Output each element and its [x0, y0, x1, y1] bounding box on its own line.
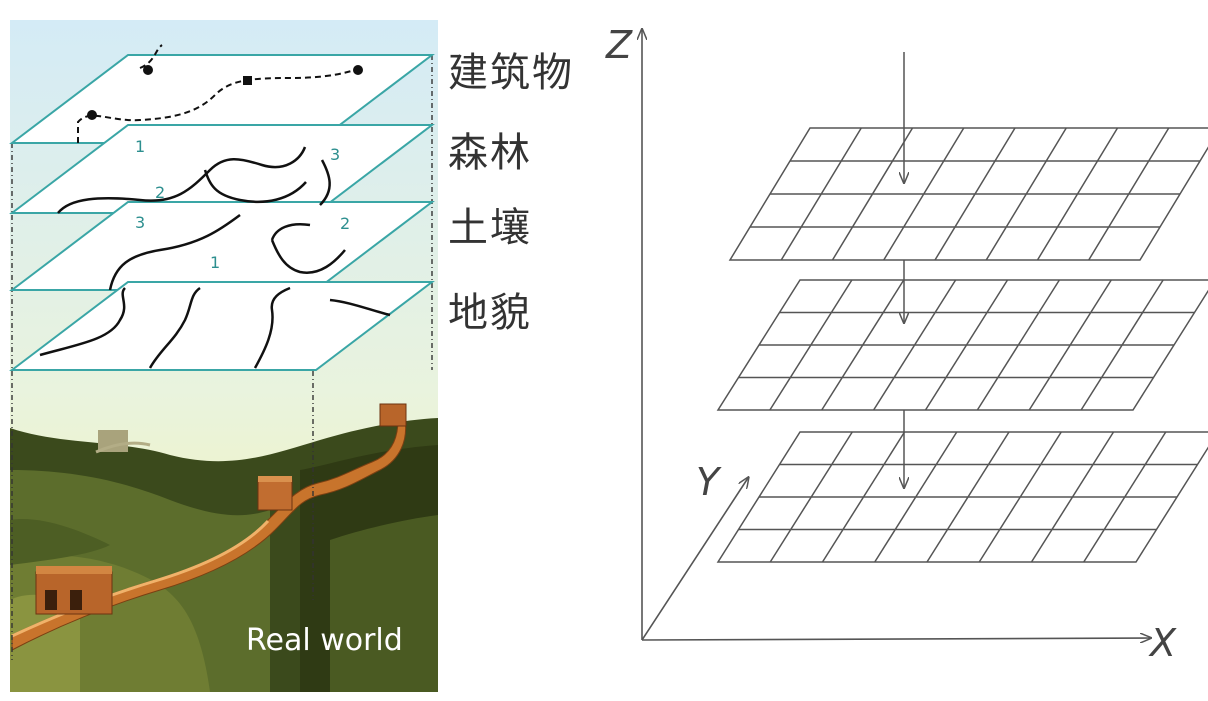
grid-layers [716, 127, 1208, 563]
grid-col-line [976, 279, 1061, 411]
grid-layers-svg: Z X Y [605, 23, 1208, 665]
y-axis [641, 478, 748, 641]
y-axis-label: Y [696, 460, 722, 504]
grid-layers-diagram: Z X Y [600, 0, 1208, 697]
plane-terrain [9, 281, 435, 371]
layer-label-forest: 森林 [448, 130, 532, 176]
grid-col-line [780, 127, 862, 261]
grid-col-line [821, 431, 906, 563]
great-wall [11, 403, 407, 651]
x-axis [641, 638, 1150, 640]
buildings-features [77, 44, 363, 143]
soil-region-3: 3 [135, 213, 145, 232]
grid-col-line [831, 127, 914, 261]
layer-planes [9, 54, 435, 371]
grid-col-line [934, 127, 1016, 261]
real-world-caption: Real world [246, 623, 403, 658]
soil-contours [108, 213, 346, 291]
grid-col-line [769, 431, 853, 563]
x-axis-label: X [1148, 621, 1177, 665]
region-numbers: 1 2 3 3 2 1 [135, 137, 350, 272]
layer-stack-svg: 1 2 3 3 2 1 Real world [9, 20, 438, 692]
grid-col-line [821, 279, 905, 411]
grid-layer-2 [716, 279, 1208, 411]
grid-col-line [874, 431, 958, 563]
layer-label-soil: 土壤 [448, 205, 532, 251]
layer-label-terrain: 地貌 [448, 290, 532, 336]
grid-col-line [924, 279, 1009, 411]
real-world-layer-illustration: 1 2 3 3 2 1 Real world [0, 0, 440, 697]
grid-col-line [926, 431, 1010, 563]
z-axis-label: Z [605, 23, 633, 67]
grid-col-line [978, 431, 1062, 563]
grid-col-line [1083, 431, 1167, 563]
soil-region-2: 2 [340, 214, 350, 233]
grid-col-line [769, 279, 853, 411]
grid-col-line [872, 279, 957, 411]
grid-col-line [1036, 127, 1119, 261]
grid-col-line [1088, 127, 1170, 261]
grid-col-line [883, 127, 965, 261]
grid-col-line [985, 127, 1067, 261]
grid-col-line [1080, 279, 1164, 411]
forest-region-3: 3 [330, 145, 340, 164]
grid-col-line [1028, 279, 1112, 411]
layer-label-buildings: 建筑物 [448, 50, 574, 96]
forest-region-2: 2 [155, 183, 165, 202]
terrain-contours [39, 286, 391, 369]
grid-col-line [1030, 431, 1115, 563]
grid-layer-3 [716, 431, 1208, 563]
grid-layer-1 [728, 127, 1208, 261]
layer-labels: 建筑物 森林 土壤 地貌 [448, 0, 608, 400]
soil-region-1: 1 [210, 253, 220, 272]
forest-contours [57, 146, 331, 214]
forest-region-1: 1 [135, 137, 145, 156]
